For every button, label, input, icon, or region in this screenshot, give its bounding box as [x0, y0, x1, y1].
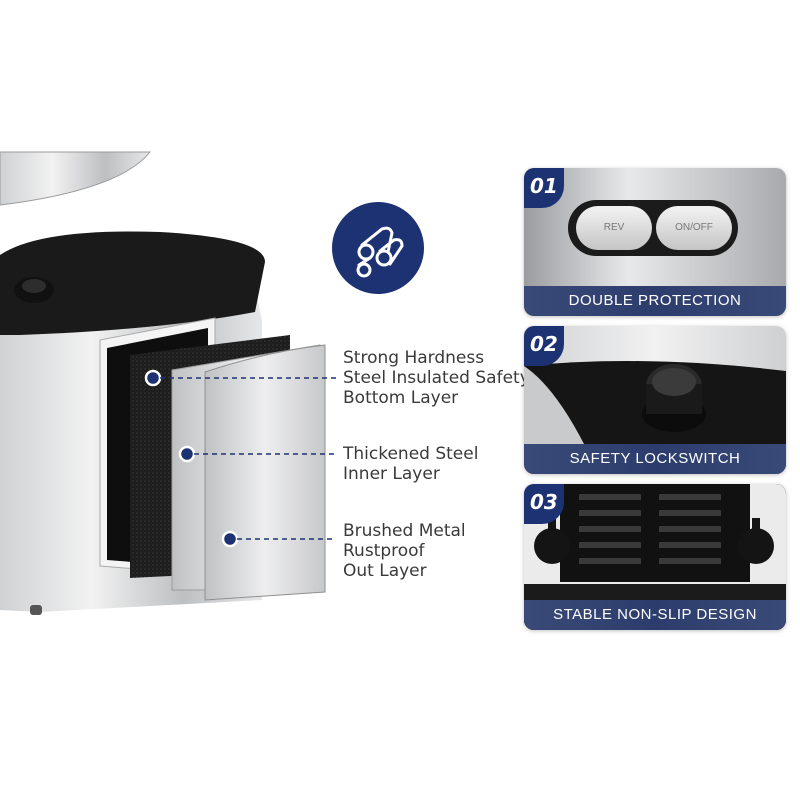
card-caption: DOUBLE PROTECTION — [568, 292, 742, 309]
card-number-badge: 01 — [524, 168, 564, 208]
card-number-badge: 03 — [524, 484, 564, 524]
machine-lid — [0, 231, 265, 335]
card-caption: SAFETY LOCKSWITCH — [569, 450, 741, 467]
callout-dot-3 — [221, 530, 239, 548]
layered-cylinders-icon — [332, 202, 424, 294]
top-dish — [0, 151, 152, 206]
rev-button: REV — [576, 206, 652, 250]
feature-card-stable-non-slip: 03 STABLE NON-SLIP DESIGN — [524, 484, 786, 630]
outer-brushed-layer — [204, 344, 326, 601]
feature-card-double-protection: REV ON/OFF 01 DOUBLE PROTECTION — [524, 168, 786, 316]
card-number-badge: 02 — [524, 326, 564, 366]
callout-dot-2 — [178, 445, 196, 463]
feature-card-safety-lockswitch: 02 SAFETY LOCKSWITCH — [524, 326, 786, 474]
card-caption: STABLE NON-SLIP DESIGN — [553, 606, 757, 623]
product-illustration — [0, 151, 336, 615]
callout-dot-1 — [144, 369, 162, 387]
on-off-button: ON/OFF — [656, 206, 732, 250]
